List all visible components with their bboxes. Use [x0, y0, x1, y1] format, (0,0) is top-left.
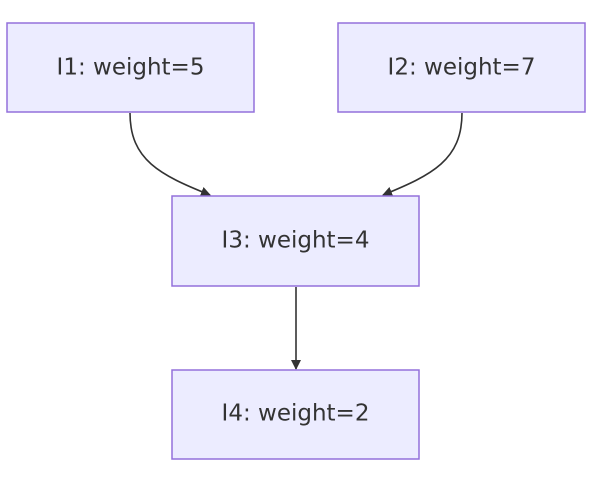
node-i4-label: I4: weight=2 [222, 401, 370, 427]
node-i4-box [171, 369, 420, 460]
node-i2-box [337, 22, 586, 113]
edge-i1-to-i3 [129, 112, 211, 197]
node-i3-box [171, 195, 420, 287]
node-i1-label: I1: weight=5 [57, 55, 205, 81]
node-i1[interactable]: I1: weight=5 [6, 22, 255, 113]
node-i3[interactable]: I3: weight=4 [171, 195, 420, 287]
node-i1-box [6, 22, 255, 113]
node-i2[interactable]: I2: weight=7 [337, 22, 586, 113]
node-i4[interactable]: I4: weight=2 [171, 369, 420, 460]
node-i3-label: I3: weight=4 [222, 228, 370, 254]
edge-i2-to-i3 [382, 112, 463, 197]
node-i2-label: I2: weight=7 [388, 55, 536, 81]
